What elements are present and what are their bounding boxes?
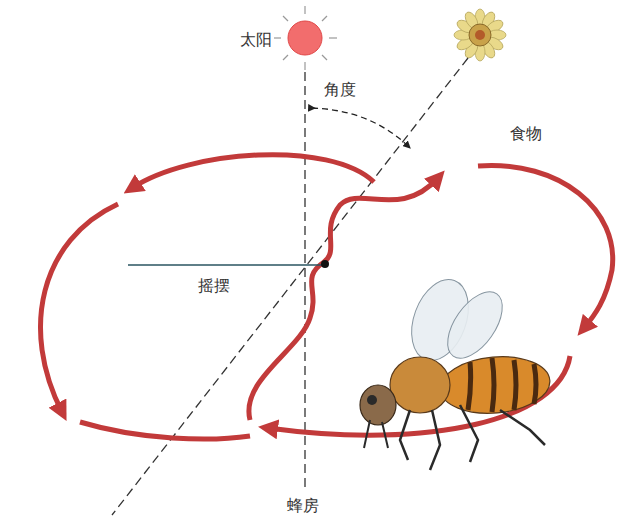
waggle-label: 摇摆 (196, 276, 232, 295)
angle-label: 角度 (322, 80, 358, 99)
angle-arc (312, 108, 408, 146)
return-loop (41, 204, 118, 412)
food-label: 食物 (508, 124, 544, 143)
sun (273, 6, 337, 70)
vertical-guide (304, 72, 305, 492)
waggle-line (128, 264, 325, 266)
hive-label: 蜂房 (285, 496, 321, 515)
bee (360, 272, 552, 470)
return-loop (80, 422, 250, 439)
sun-label: 太阳 (238, 30, 274, 49)
flower (454, 9, 506, 61)
direction-guide (112, 58, 468, 515)
return-loop (132, 155, 374, 188)
waggle-dot (321, 260, 329, 268)
